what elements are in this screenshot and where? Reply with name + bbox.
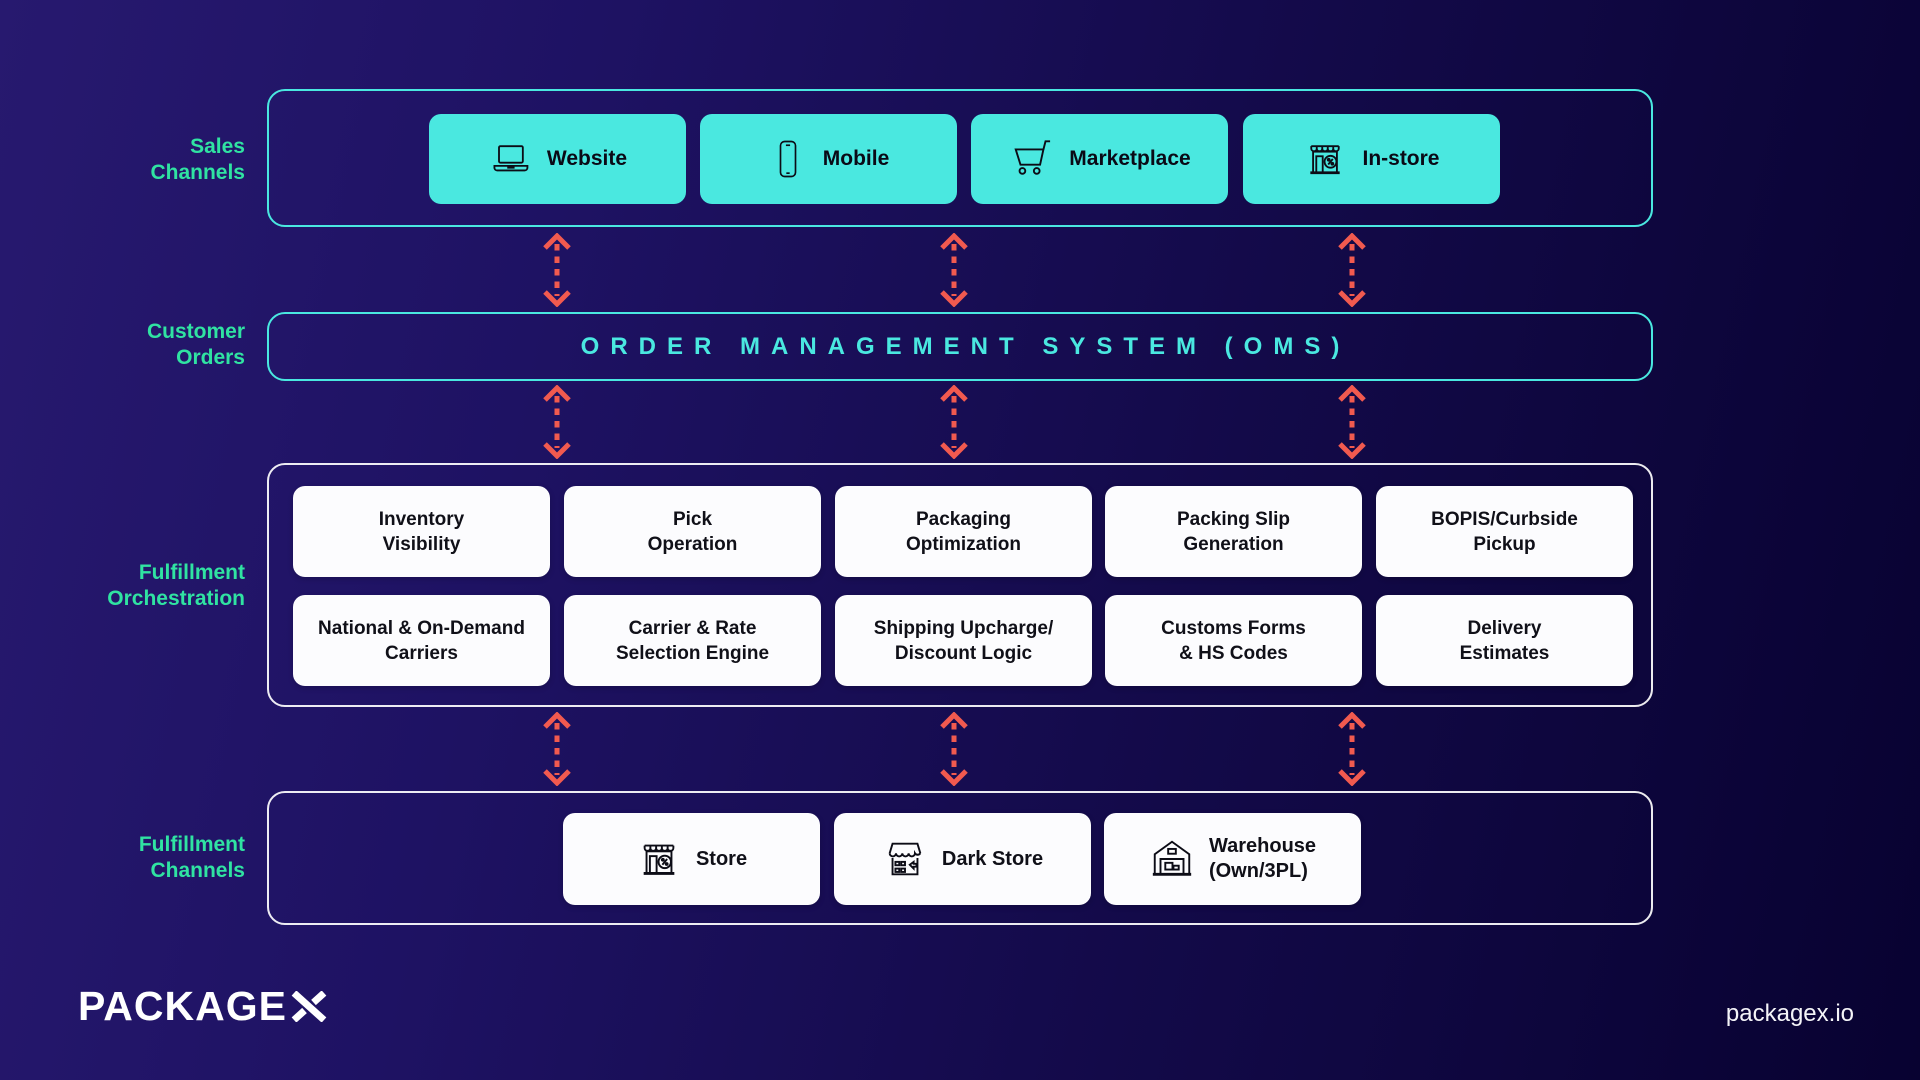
orchestration-card-bopis-curbside-pickup: BOPIS/Curbside Pickup [1376,486,1633,577]
card-line: Delivery [1467,617,1542,639]
row-label-line: Channels [150,161,245,184]
fulfillment-card-label-line: (Own/3PL) [1208,860,1308,882]
orchestration-card-packing-slip-generation: Packing Slip Generation [1105,486,1362,577]
fulfillment-card-label: Store [695,847,748,870]
fulfillment-channels-container [267,791,1653,925]
row-label-sales-channels: Sales Channels [40,134,245,186]
card-line: Carriers [385,642,458,664]
card-line: Pickup [1473,533,1536,555]
flow-arrow [1338,385,1366,459]
card-line: Estimates [1459,642,1550,664]
orchestration-card-packaging-optimization: Packaging Optimization [835,486,1092,577]
card-line: Operation [647,533,738,555]
card-line: Pick [672,508,713,530]
orchestration-card-delivery-estimates: Delivery Estimates [1376,595,1633,686]
website-link: packagex.io [1725,1000,1854,1027]
channel-marketplace: Marketplace [971,114,1228,204]
flow-arrow [940,385,968,459]
card-line: BOPIS/Curbside [1431,508,1578,530]
row-label-line: Fulfillment [138,561,245,584]
storefront-icon [1310,145,1341,175]
card-line: Inventory [378,508,465,530]
orchestration-card-national-on-demand-carriers: National & On-Demand Carriers [293,595,550,686]
orchestration-card-shipping-upcharge-discount: Shipping Upcharge/ Discount Logic [835,595,1092,686]
row-label-line: Fulfillment [138,833,245,856]
card-line: & HS Codes [1179,642,1288,664]
channel-in-store: In-store [1243,114,1500,204]
card-line: National & On-Demand [318,617,525,639]
storefront-icon [643,844,675,875]
channel-label: Mobile [822,147,890,170]
logo-wordmark: PACKAGE [78,983,287,1029]
card-line: Discount Logic [894,642,1033,664]
oms-bar: ORDER MANAGEMENT SYSTEM (OMS) [267,312,1653,381]
channel-mobile: Mobile [700,114,957,204]
row-label-customer-orders: Customer Orders [40,319,245,371]
row-label-fulfillment-orchestration: Fulfillment Orchestration [40,560,245,612]
card-line: Carrier & Rate [628,617,757,639]
oms-title: ORDER MANAGEMENT SYSTEM (OMS) [580,332,1351,360]
smartphone-icon [779,140,797,178]
card-line: Visibility [382,533,461,555]
orchestration-card-customs-forms-hs-codes: Customs Forms & HS Codes [1105,595,1362,686]
orchestration-card-inventory-visibility: Inventory Visibility [293,486,550,577]
flow-arrow [543,233,571,307]
flow-arrow [543,385,571,459]
flow-arrow [543,712,571,786]
fulfillment-orchestration-container [267,463,1653,707]
flow-arrow [1338,233,1366,307]
row-label-line: Orders [176,346,245,369]
row-label-line: Sales [190,135,245,158]
fulfillment-card-label: Dark Store [941,847,1044,870]
row-label-line: Orchestration [107,587,245,610]
card-line: Selection Engine [615,642,770,664]
row-label-fulfillment-channels: Fulfillment Channels [40,832,245,884]
laptop-icon [493,145,529,172]
card-line: Generation [1183,533,1284,555]
card-line: Packing Slip [1177,508,1290,530]
card-line: Shipping Upcharge/ [873,617,1054,639]
dark-store-icon [888,842,922,876]
channel-label: Website [546,147,628,170]
packagex-logo: PACKAGE [78,986,327,1027]
channel-label: Marketplace [1069,147,1191,170]
fulfillment-card-dark-store: Dark Store [834,813,1091,905]
fulfillment-card-label: Warehouse (Own/3PL) [1209,834,1316,884]
flow-arrow [1338,712,1366,786]
orchestration-card-pick-operation: Pick Operation [564,486,821,577]
card-line: Optimization [905,533,1022,555]
card-line: Packaging [915,508,1012,530]
fulfillment-card-store: Store [563,813,820,905]
row-label-line: Channels [150,859,245,882]
fulfillment-card-warehouse: Warehouse (Own/3PL) [1104,813,1361,905]
card-line: Customs Forms [1161,617,1306,639]
flow-arrow [940,233,968,307]
orchestration-card-carrier-rate-selection: Carrier & Rate Selection Engine [564,595,821,686]
channel-label: In-store [1362,147,1440,170]
flow-arrow [940,712,968,786]
sales-channels-container [267,89,1653,227]
logo-x-icon [291,991,327,1022]
cart-icon [1014,140,1051,175]
warehouse-icon [1152,840,1192,876]
fulfillment-card-label-line: Warehouse [1208,835,1317,857]
row-label-line: Customer [146,320,245,343]
channel-website: Website [429,114,686,204]
